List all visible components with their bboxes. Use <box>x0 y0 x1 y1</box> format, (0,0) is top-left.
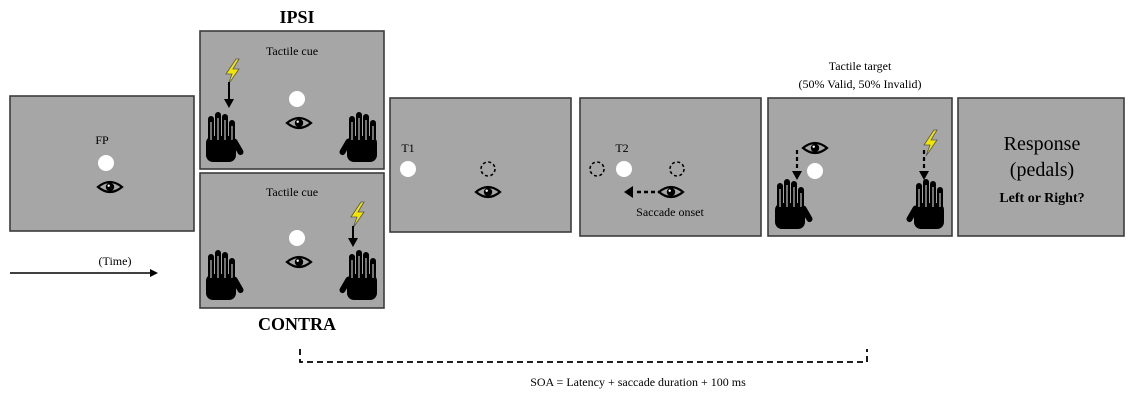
panel-tactile-target <box>767 97 953 237</box>
fixation-dot <box>98 155 114 171</box>
fp-label: FP <box>95 133 109 147</box>
panel-response: Response (pedals) Left or Right? <box>957 97 1125 237</box>
arrow-icon <box>792 150 802 180</box>
arrow-icon <box>919 150 929 180</box>
time-arrow: (Time) <box>10 254 158 277</box>
response-pedals-label: (pedals) <box>1010 159 1074 181</box>
panel-saccade: T2 Saccade onset <box>579 97 762 237</box>
panel-cue-ipsi: Tactile cue <box>199 30 385 170</box>
contra-title: CONTRA <box>258 314 336 334</box>
t1-label: T1 <box>401 141 414 155</box>
ipsi-title: IPSI <box>279 7 314 27</box>
t2-label: T2 <box>615 141 628 155</box>
response-label: Response <box>1004 133 1081 155</box>
time-label: (Time) <box>99 254 132 268</box>
tactile-target-note: (50% Valid, 50% Invalid) <box>798 77 921 91</box>
panel-target-t1: T1 <box>389 97 572 233</box>
panel-fixation: FP <box>9 95 195 232</box>
tactile-cue-label-contra: Tactile cue <box>266 185 318 199</box>
target-dot <box>807 163 823 179</box>
arrow-icon <box>348 226 358 247</box>
tactile-target-title: Tactile target <box>829 59 892 73</box>
panel-cue-contra: Tactile cue <box>199 172 385 309</box>
fixation-dot <box>289 230 305 246</box>
saccade-arrow-icon <box>624 186 660 198</box>
arrow-icon <box>224 82 234 108</box>
arrow-icon <box>150 269 158 277</box>
dashed-circle-icon <box>589 161 605 177</box>
soa-bracket: SOA = Latency + saccade duration + 100 m… <box>299 349 868 389</box>
tactile-cue-label-ipsi: Tactile cue <box>266 44 318 58</box>
dashed-circle-icon <box>669 161 685 177</box>
fixation-dot <box>289 91 305 107</box>
soa-label: SOA = Latency + saccade duration + 100 m… <box>530 375 746 389</box>
target-dot <box>616 161 632 177</box>
dashed-circle-icon <box>480 161 496 177</box>
target-dot <box>400 161 416 177</box>
saccade-onset-label: Saccade onset <box>636 205 704 219</box>
response-question: Left or Right? <box>999 191 1084 206</box>
